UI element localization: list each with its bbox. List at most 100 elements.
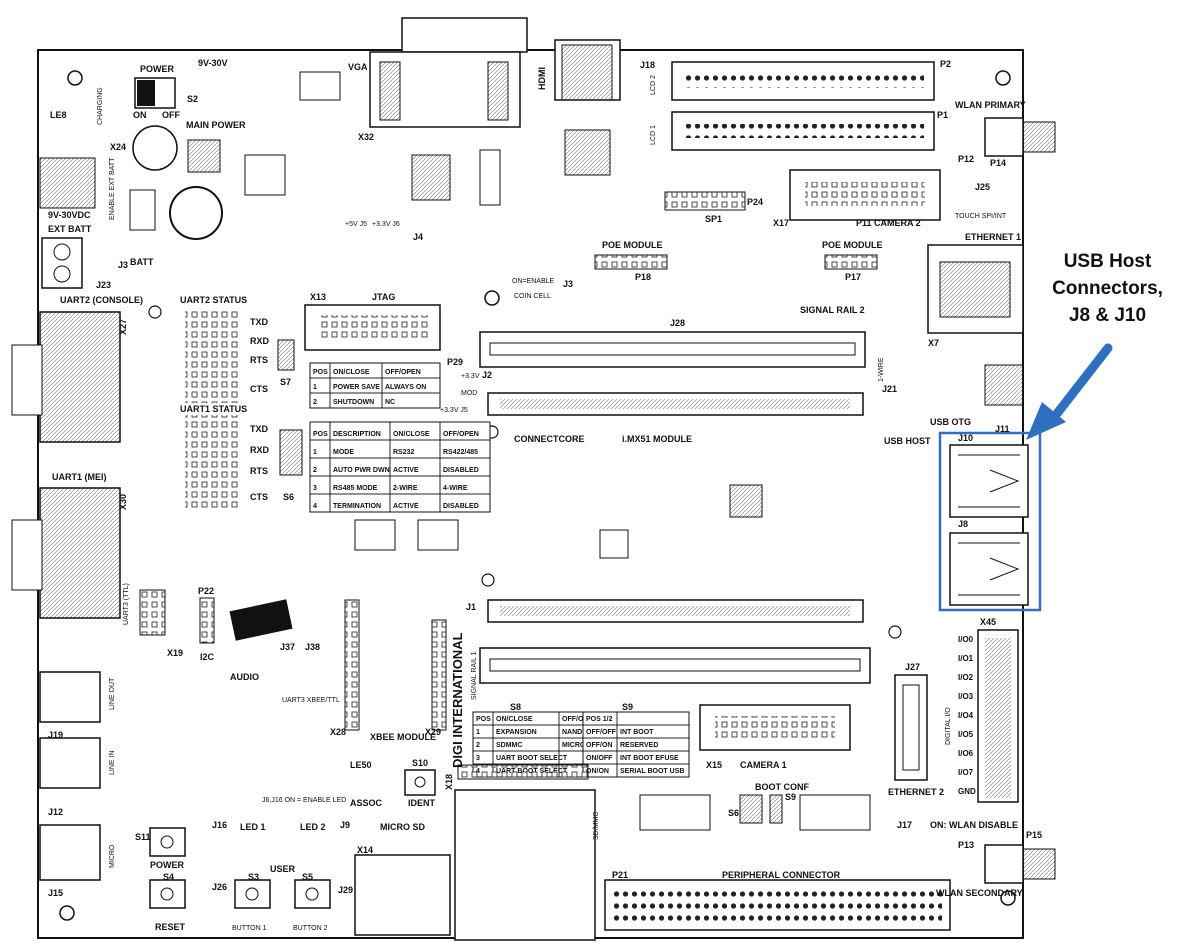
reset-button-cap [160,887,174,901]
j28-slot [489,342,856,356]
label-s5: S5 [302,872,313,882]
table-cell-text: OFF/ON [586,742,612,749]
table-cell-text: ON/OFF [586,755,613,762]
callout-arrow-line [1047,343,1113,425]
mount-hole [481,573,495,587]
label-ext-batt: EXT BATT [48,224,92,234]
label-poe2: POE MODULE [822,240,883,250]
label-j18: J18 [640,60,655,70]
power-button-cap [160,835,174,849]
digi-international-text: DIGI INTERNATIONAL [450,632,465,768]
label-button1: BUTTON 1 [232,925,267,932]
status-leds [185,308,240,403]
label-s2: S2 [187,94,198,104]
table-header: POS 1/2 [586,716,613,723]
sp1-header [664,191,746,211]
table-cell-text: POWER SAVE [333,384,380,391]
label-x13: X13 [310,292,326,302]
table-cell-text: DISABLED [443,503,479,510]
table-cell-text: 2 [313,467,317,474]
label-led1: LED 1 [240,822,266,832]
label-ethernet1: ETHERNET 1 [965,232,1021,242]
label-mod: MOD [461,390,477,397]
top-tab [401,17,528,53]
mount-hole [67,70,83,86]
label-j11: J11 [995,424,1010,434]
i2c-header [199,597,215,644]
label-p29: P29 [447,357,463,367]
camera2-pins [805,182,925,206]
coin-cell [132,125,178,171]
label-x19: X19 [167,648,183,658]
text-labels: POWER 9V-30V ON OFF MAIN POWER S2 CHARGI… [48,58,1042,932]
xbee-socket-left [344,599,360,731]
vga-ic [411,154,451,201]
label-p1: P1 [937,110,948,120]
label-charging: CHARGING [97,87,104,125]
inductor [169,186,223,240]
boot-conf-switch [739,794,763,824]
label-j4: J4 [413,232,423,242]
label-j3b: J3 [563,279,573,289]
module-ic [729,484,763,518]
label-x32: X32 [358,132,374,142]
table-cell-text: 4-WIRE [443,485,468,492]
label-x30: X30 [118,494,128,510]
sd-mmc-slot [454,789,596,941]
label-enable-led: J6,J16 ON = ENABLE LED [262,797,346,804]
table-header: ON/CLOSE [393,431,430,438]
poe-header [824,254,878,270]
label-power: POWER [140,64,175,74]
label-j29: J29 [338,885,353,895]
label-9v30vdc: 9V-30VDC [48,210,91,220]
label-le50: LE50 [350,760,372,770]
dc-jack [39,157,96,209]
ident-button-cap [414,776,426,788]
label-assoc: ASSOC [350,798,383,808]
audio-jack-lineout [39,671,101,723]
table-header: ON/CLOSE [496,716,533,723]
usb-host-j8 [949,532,1029,606]
table-cell-text: RS232 [393,449,415,456]
label-coin-cell: COIN CELL [514,293,551,300]
label-p12: P12 [958,154,974,164]
s6-dip [279,429,303,476]
label-p24: P24 [747,197,763,207]
label-usb-otg: USB OTG [930,417,971,427]
camera1-pins [715,716,835,740]
table-cell [381,392,441,409]
table-cell-text: 3 [476,755,480,762]
label-button2: BUTTON 2 [293,925,328,932]
usb-host-highlight [938,431,1042,612]
io-label: I/O5 [958,730,974,739]
label-touch-spi: TOUCH SPI/INT [955,213,1007,220]
label-s10: S10 [412,758,428,768]
callout-arrowhead [1026,402,1066,440]
label-j26b: J26 [212,882,227,892]
boot-conf-switch [769,794,783,824]
label-camera2: CAMERA 2 [874,218,921,228]
label-v3a: +3.3V [461,373,480,380]
label-x18: X18 [444,774,454,790]
table-cell-text: ALWAYS ON [385,384,426,391]
label-rxd-2: RXD [250,445,270,455]
label-j10: J10 [958,433,973,443]
boot-conf-ic [799,794,871,831]
label-s9: S9 [622,702,633,712]
mount-hole [995,70,1011,86]
table-cell-text: NAND FL [562,729,593,736]
table-header: OFF/OPEN [443,431,479,438]
io-label: I/O2 [958,673,974,682]
table-cell-text: 3 [313,485,317,492]
peripheral-pins [612,888,942,922]
mount-hole [888,625,902,639]
label-p17: P17 [845,272,861,282]
label-one-wire: 1-WIRE [878,357,885,382]
vga-pins [379,61,401,121]
label-xbee: XBEE MODULE [370,732,436,742]
j26-slot [489,658,861,672]
callout-line3: J8 & J10 [1068,305,1147,326]
component [129,189,156,231]
label-x14: X14 [357,845,373,855]
